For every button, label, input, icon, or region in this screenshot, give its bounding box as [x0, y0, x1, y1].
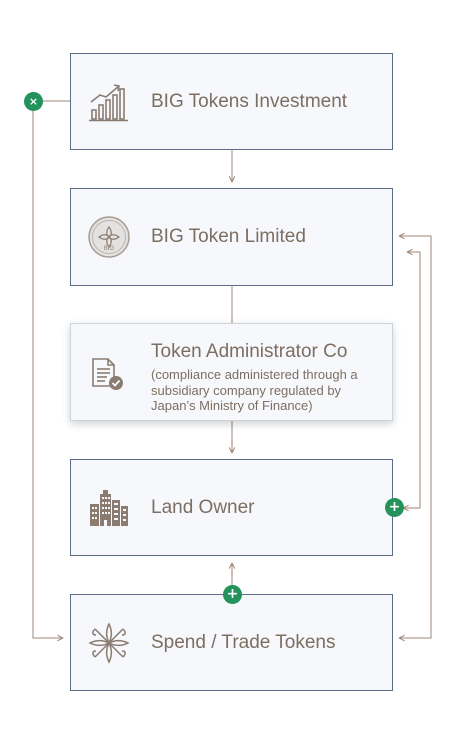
node-title: Land Owner	[151, 496, 255, 518]
buildings-icon	[87, 486, 131, 530]
node-title: BIG Token Limited	[151, 226, 306, 247]
node-spend-trade-tokens[interactable]: Spend / Trade Tokens	[70, 594, 393, 691]
node-land-owner[interactable]: Land Owner	[70, 459, 393, 556]
arrow-land-to-limited	[405, 252, 421, 509]
add-link-button-spend[interactable]: +	[223, 585, 242, 604]
big-coin-icon: BIG	[87, 215, 131, 259]
close-icon: ×	[28, 95, 39, 108]
remove-link-button[interactable]: ×	[24, 92, 43, 111]
arrow-investment-to-spend	[32, 100, 70, 638]
node-big-tokens-investment[interactable]: BIG Tokens Investment	[70, 53, 393, 150]
node-token-administrator-co[interactable]: Token Administrator Co (compliance admin…	[70, 323, 393, 421]
arrow-limited-to-spend	[399, 236, 432, 638]
document-check-icon	[87, 350, 131, 394]
node-title: BIG Tokens Investment	[151, 90, 348, 112]
coin-label: BIG	[104, 246, 115, 252]
plus-icon: +	[226, 586, 239, 602]
leaf-emblem-icon	[87, 621, 131, 665]
node-big-token-limited[interactable]: BIG BIG Token Limited	[70, 188, 393, 286]
node-title: Spend / Trade Tokens	[151, 631, 336, 653]
plus-icon: +	[388, 499, 401, 515]
node-title: Token Administrator Co	[151, 341, 348, 362]
bar-chart-icon	[87, 80, 131, 124]
add-link-button-land-owner[interactable]: +	[385, 498, 404, 517]
node-subtitle: (compliance administered through a subsi…	[151, 367, 358, 413]
